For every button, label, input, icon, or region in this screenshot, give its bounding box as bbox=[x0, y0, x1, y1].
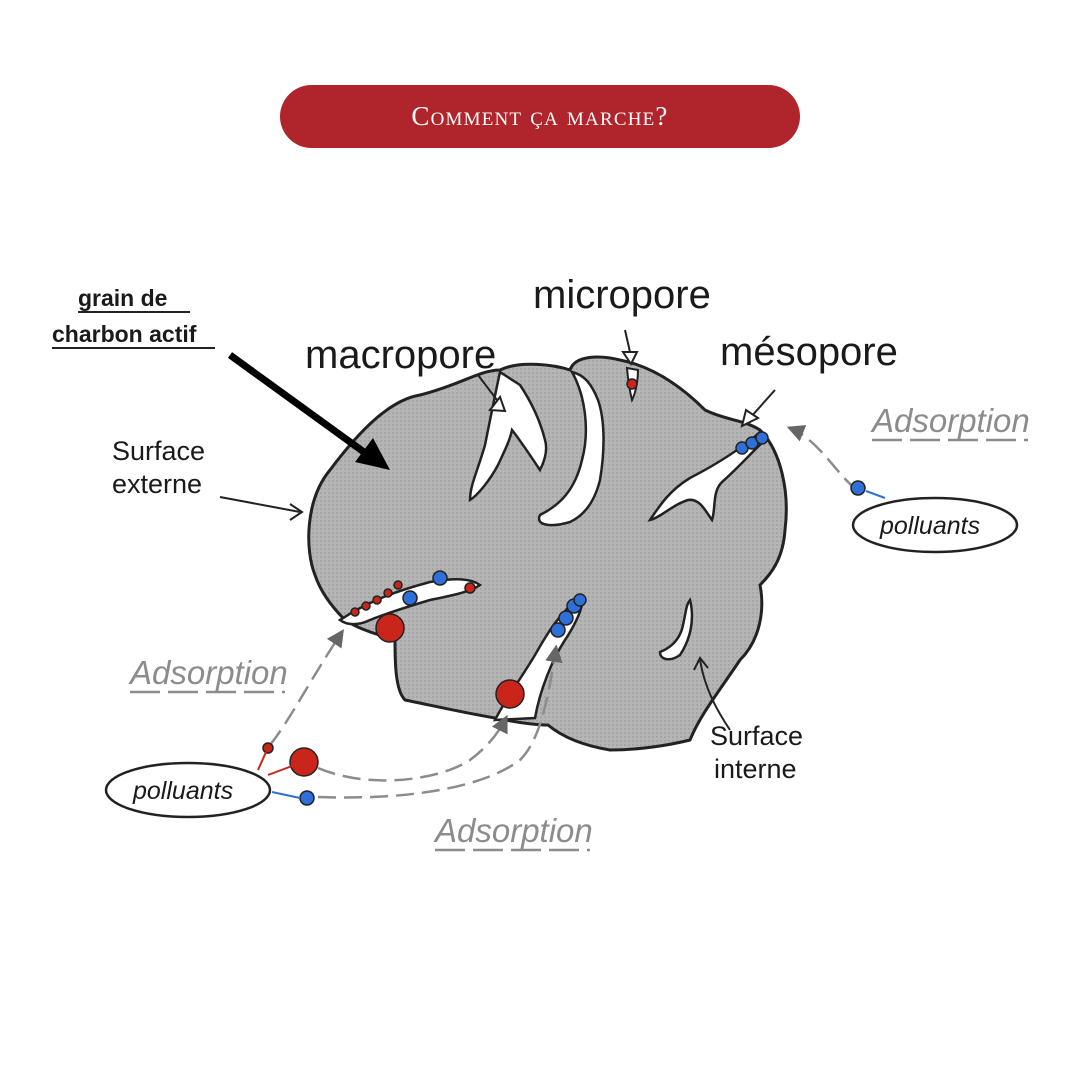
micropore-label: micropore bbox=[533, 273, 711, 317]
page-title: Comment ça marche? bbox=[280, 85, 800, 148]
adsorption-right-label: Adsorption bbox=[870, 402, 1030, 439]
mesopore-channel bbox=[647, 430, 767, 523]
adsorption-bottom-label: Adsorption bbox=[433, 812, 593, 849]
mesopore-label: mésopore bbox=[720, 330, 898, 374]
surface-interne-label-line2: interne bbox=[714, 754, 797, 784]
polluants-left-label: polluants bbox=[132, 777, 233, 805]
macropore-label: macropore bbox=[305, 333, 496, 377]
grain-pointer-arrow bbox=[227, 352, 371, 458]
macropore-channel-2 bbox=[537, 370, 605, 527]
grain-label-line2: charbon actif bbox=[52, 321, 197, 347]
adsorption-underlines bbox=[130, 438, 1028, 852]
adsorption-paths bbox=[269, 425, 859, 799]
grain-label-line1: grain de bbox=[78, 285, 167, 311]
carbon-grain bbox=[307, 355, 788, 752]
adsorbed-particles bbox=[350, 378, 769, 709]
surface-interne-label-line1: Surface bbox=[710, 721, 803, 751]
label-arrows bbox=[219, 329, 776, 731]
polluants-right-label: polluants bbox=[879, 512, 980, 540]
grain-pointer-arrowhead bbox=[355, 438, 390, 470]
surface-externe-label-line1: Surface bbox=[112, 436, 205, 466]
surface-interne-channel bbox=[658, 597, 694, 661]
grain-label-underlines bbox=[52, 311, 215, 349]
free-pollutants bbox=[262, 480, 866, 806]
polluants-left-ellipse bbox=[104, 761, 272, 819]
polluants-right-ellipse bbox=[851, 496, 1019, 554]
adsorption-left-label: Adsorption bbox=[128, 654, 288, 691]
surface-externe-label-line2: externe bbox=[112, 469, 202, 499]
macropore-channel bbox=[468, 369, 548, 503]
pollutant-connectors bbox=[257, 490, 886, 799]
